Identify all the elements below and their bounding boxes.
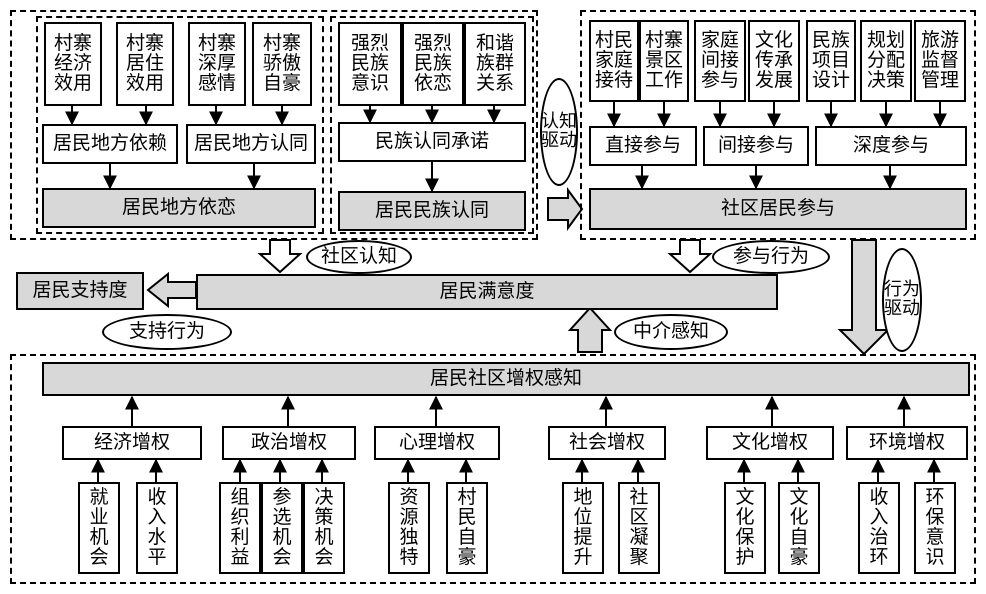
decision-opportunity: 决 策 机 会 bbox=[303, 482, 345, 574]
deep-participation: 深度参与 bbox=[815, 126, 967, 166]
ethnic-identity-group bbox=[330, 16, 534, 234]
cultural-pride: 文 化 自 豪 bbox=[778, 482, 820, 574]
place-identity: 居民地方认同 bbox=[186, 124, 316, 164]
community-cognition-arrow bbox=[257, 239, 303, 274]
empowerment-group bbox=[10, 354, 976, 584]
income-environment-governance: 收 入 治 环 bbox=[858, 482, 900, 574]
ethnic-identity-commitment: 民族认同承诺 bbox=[338, 122, 526, 162]
place-attachment: 居民地方依恋 bbox=[42, 188, 316, 228]
income-level: 收 入 水 平 bbox=[136, 482, 178, 574]
support-arrow bbox=[146, 271, 197, 309]
place-attachment-group bbox=[36, 16, 324, 234]
place-dependence: 居民地方依赖 bbox=[42, 124, 178, 164]
political-empowerment: 政治增权 bbox=[222, 426, 356, 460]
resident-ethnic-identity: 居民民族认同 bbox=[338, 191, 526, 231]
cultural-protection: 文 化 保 护 bbox=[724, 482, 766, 574]
strong-ethnic-consciousness: 强烈 民族 意识 bbox=[338, 22, 402, 106]
mediating-perception-label: 中介感知 bbox=[614, 314, 728, 350]
status-improvement: 地 位 提 升 bbox=[562, 482, 604, 574]
psychological-empowerment: 心理增权 bbox=[374, 426, 500, 460]
behavior-driven-label: 行为 驱动 bbox=[882, 248, 922, 352]
participation-behavior-arrow bbox=[667, 239, 713, 274]
organizational-interest: 组 织 利 益 bbox=[219, 482, 261, 574]
indirect-participation: 间接参与 bbox=[703, 126, 809, 166]
behavior-driven-arrow bbox=[837, 239, 891, 356]
village-deep-feeling: 村寨 深厚 感情 bbox=[188, 22, 246, 106]
social-empowerment: 社会增权 bbox=[548, 426, 666, 460]
family-indirect-participation: 家庭 间接 参与 bbox=[694, 20, 746, 102]
direct-participation: 直接参与 bbox=[589, 126, 697, 166]
cultural-empowerment: 文化增权 bbox=[706, 426, 834, 460]
election-opportunity: 参 选 机 会 bbox=[261, 482, 303, 574]
environmental-empowerment: 环境增权 bbox=[846, 426, 968, 460]
economic-empowerment: 经济增权 bbox=[62, 426, 202, 460]
family-reception: 村民 家庭 接待 bbox=[589, 20, 639, 102]
culture-heritage-development: 文化 传承 发展 bbox=[748, 20, 800, 102]
harmonious-ethnic-relations: 和谐 族群 关系 bbox=[464, 22, 526, 106]
village-pride: 村寨 骄傲 自豪 bbox=[252, 22, 312, 106]
participation-group bbox=[580, 10, 976, 240]
scenic-area-work: 村寨 景区 工作 bbox=[639, 20, 689, 102]
community-cohesion: 社 区 凝 聚 bbox=[618, 482, 660, 574]
villager-pride: 村 民 自 豪 bbox=[446, 482, 488, 574]
resident-support: 居民支持度 bbox=[16, 272, 144, 310]
strong-ethnic-attachment: 强烈 民族 依恋 bbox=[402, 22, 464, 106]
resident-satisfaction: 居民满意度 bbox=[196, 274, 778, 310]
cognition-driven-label: 认知 驱动 bbox=[540, 78, 578, 186]
tourism-supervision: 旅游 监督 管理 bbox=[914, 20, 966, 102]
planning-allocation-decision: 规划 分配 决策 bbox=[860, 20, 912, 102]
cognition-driven-arrow bbox=[547, 186, 584, 232]
employment-opportunity: 就 业 机 会 bbox=[78, 482, 120, 574]
village-living-utility: 村寨 居住 效用 bbox=[116, 22, 174, 106]
community-resident-participation: 社区居民参与 bbox=[589, 188, 967, 230]
participation-behavior-label: 参与行为 bbox=[712, 240, 830, 274]
empowerment-perception: 居民社区增权感知 bbox=[42, 362, 970, 396]
resource-uniqueness: 资 源 独 特 bbox=[388, 482, 430, 574]
support-behavior-label: 支持行为 bbox=[102, 314, 232, 350]
village-economic-utility: 村寨 经济 效用 bbox=[44, 22, 102, 106]
ethnic-project-design: 民族 项目 设计 bbox=[806, 20, 856, 102]
environmental-awareness: 环 保 意 识 bbox=[914, 482, 956, 574]
community-cognition-label: 社区认知 bbox=[306, 240, 412, 274]
place-ethnic-group bbox=[10, 10, 538, 240]
mediating-arrow bbox=[567, 306, 613, 353]
